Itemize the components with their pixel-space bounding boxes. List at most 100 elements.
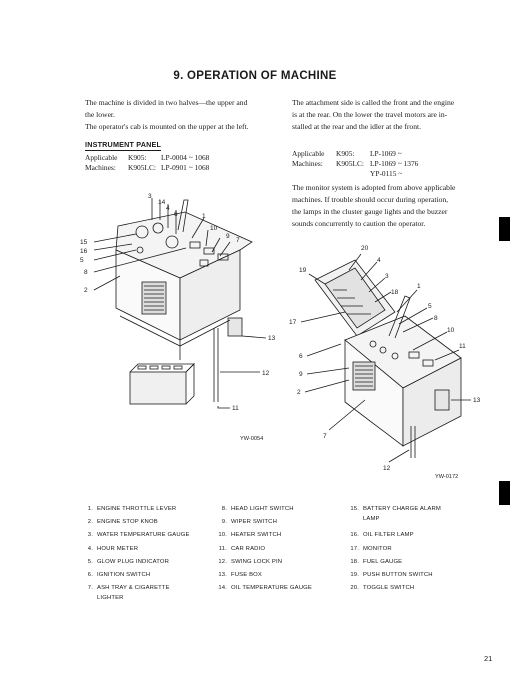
- legend-item: 2.ENGINE STOP KNOB: [80, 516, 212, 529]
- legend-item: 6.IGNITION SWITCH: [80, 569, 212, 582]
- legend-text: GLOW PLUG INDICATOR: [97, 558, 170, 565]
- legend-item: LAMP: [346, 513, 486, 529]
- legend-text: LIGHTER: [97, 595, 124, 602]
- callout-1: 1: [417, 283, 421, 290]
- legend-item: 5. GLOW PLUG INDICATOR: [80, 556, 212, 569]
- legend-number: 18.: [350, 558, 359, 565]
- intro-right: The attachment side is called the front …: [292, 97, 496, 133]
- page-number: 21: [484, 654, 493, 663]
- legend-number: 16.: [350, 532, 359, 539]
- serial-range: LP-0004 ~ 1068: [161, 153, 210, 162]
- legend-item: 7. ASH TRAY & CIGARETTE: [80, 582, 212, 592]
- legend-text: TOGGLE SWITCH: [363, 585, 415, 592]
- legend-item: 18.FUEL GAUGE: [346, 556, 486, 569]
- callout-4: 4: [377, 257, 381, 264]
- legend-number: 19.: [350, 571, 359, 578]
- monitor-line: sounds concurrently to caution the opera…: [292, 219, 426, 228]
- legend-column-2: 8. HEAD LIGHT SWITCH 9.WIPER SWITCH 10.HE…: [214, 503, 344, 595]
- serial-range: YP-0115 ~: [370, 169, 403, 178]
- applicable-label: Machines:: [292, 159, 323, 168]
- legend-item: 13. FUSE BOX: [214, 569, 344, 582]
- legend-item: 8. HEAD LIGHT SWITCH: [214, 503, 344, 516]
- legend-text: HEAD LIGHT SWITCH: [231, 506, 294, 512]
- callout-10: 10: [447, 327, 455, 334]
- serial-range: LP-1069 ~: [370, 149, 402, 158]
- legend-number: 5.: [87, 558, 93, 565]
- callout-8: 8: [84, 269, 88, 276]
- legend-number: 1.: [87, 506, 93, 512]
- callout-13: 13: [473, 397, 481, 404]
- serial-range: LP-1069 ~ 1376: [370, 159, 419, 168]
- applicable-label: Machines:: [85, 163, 116, 172]
- legend-item: 12.SWING LOCK PIN: [214, 556, 344, 569]
- callout-20: 20: [361, 245, 369, 252]
- legend-number: 11.: [218, 545, 227, 552]
- monitor-paragraph: The monitor system is adopted from above…: [292, 182, 498, 230]
- intro-left-line: The machine is divided in two halves—the…: [85, 98, 248, 107]
- legend-text: ASH TRAY & CIGARETTE: [97, 585, 170, 592]
- legend-item: 15.BATTERY CHARGE ALARM: [346, 503, 486, 513]
- callout-10: 10: [210, 225, 218, 232]
- instrument-panel-diagram-right: 20 4 19 3 18 1 5 8 17 10 11 6 9 2 13 7 1…: [289, 245, 481, 480]
- callout-7: 7: [236, 237, 240, 244]
- callout-15: 15: [80, 239, 88, 246]
- callout-19: 19: [299, 267, 307, 274]
- callout-11: 11: [459, 343, 466, 350]
- legend-text: BATTERY CHARGE ALARM: [363, 506, 441, 512]
- serial-range: LP-0901 ~ 1068: [161, 163, 210, 172]
- callout-13: 13: [268, 335, 276, 342]
- legend-number: 12.: [218, 558, 227, 565]
- applicable-label: Applicable: [85, 153, 118, 162]
- legend-text: MONITOR: [363, 545, 392, 552]
- intro-left-line: the lower.: [85, 110, 115, 119]
- legend-item: 10.HEATER SWITCH: [214, 529, 344, 542]
- legend-number: 7.: [87, 585, 93, 592]
- callout-17: 17: [289, 319, 297, 326]
- legend-text: LAMP: [363, 516, 380, 522]
- monitor-line: machines. If trouble should occur during…: [292, 195, 449, 204]
- legend-item: 3.WATER TEMPERATURE GAUGE: [80, 529, 212, 542]
- model: K905:: [128, 153, 147, 162]
- intro-right-line: is at the rear. On the lower the travel …: [292, 110, 448, 119]
- monitor-line: the lamps in the cluster gauge lights an…: [292, 207, 448, 216]
- legend-text: FUSE BOX: [231, 571, 262, 578]
- legend-item: 4.HOUR METER: [80, 543, 212, 556]
- callout-2: 2: [297, 389, 301, 396]
- section-title: INSTRUMENT PANEL: [85, 140, 162, 151]
- intro-right-line: stalled at the rear and the idler at the…: [292, 122, 422, 131]
- legend-text: HEATER SWITCH: [231, 532, 282, 539]
- legend-number: 14.: [218, 585, 227, 592]
- callout-3: 3: [385, 273, 389, 280]
- callout-14: 14: [158, 199, 166, 206]
- legend-item: 16. OIL FILTER LAMP: [346, 529, 486, 542]
- model: K905LC:: [336, 159, 364, 168]
- legend-number: 20.: [350, 585, 359, 592]
- figure-caption: YW-0054: [240, 436, 263, 442]
- legend-text: HOUR METER: [97, 545, 139, 552]
- callout-1: 1: [202, 213, 206, 220]
- callout-7: 7: [323, 433, 327, 440]
- instrument-panel-diagram-left: 3 14 4 6 1 10 9 7 15 16 5 8 2 13 12 11 Y…: [80, 193, 276, 442]
- legend-text: OIL FILTER LAMP: [363, 532, 414, 539]
- figure-caption: YW-0172: [435, 474, 458, 480]
- legend-number: 2.: [87, 519, 93, 526]
- legend-item: 11.CAR RADIO: [214, 543, 344, 556]
- legend-text: ENGINE THROTTLE LEVER: [97, 506, 177, 512]
- legend-column-3: 15.BATTERY CHARGE ALARM LAMP 16. OIL FILT…: [346, 503, 486, 595]
- callout-11: 11: [232, 405, 239, 412]
- legend-number: 13.: [218, 571, 227, 578]
- callout-18: 18: [391, 289, 399, 296]
- model: K905:: [336, 149, 355, 158]
- legend-item: 9.WIPER SWITCH: [214, 516, 344, 529]
- legend-text: IGNITION SWITCH: [97, 571, 151, 578]
- legend-number: 9.: [221, 519, 227, 526]
- legend-number: 8.: [221, 506, 227, 512]
- callout-8: 8: [434, 315, 438, 322]
- callout-6: 6: [299, 353, 303, 360]
- callout-3: 3: [148, 193, 152, 200]
- callout-16: 16: [80, 248, 88, 255]
- legend-column-1: 1. ENGINE THROTTLE LEVER 2.ENGINE STOP KN…: [80, 503, 212, 605]
- legend-item: 20. TOGGLE SWITCH: [346, 582, 486, 595]
- callout-4: 4: [166, 205, 170, 212]
